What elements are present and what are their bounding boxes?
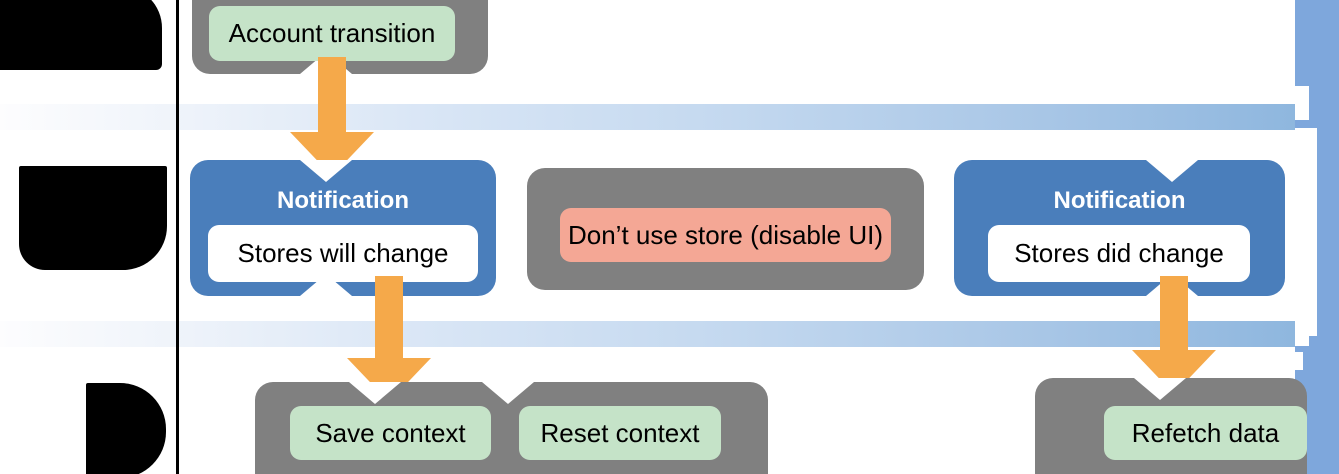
notification-left-top-notch [300, 160, 352, 182]
node-dont-use-store[interactable]: Don’t use store (disable UI) [560, 208, 891, 262]
node-stores-did-change[interactable]: Stores did change [988, 225, 1250, 282]
notification-left-title: Notification [277, 187, 409, 214]
node-reset-context-label: Reset context [540, 417, 700, 448]
node-save-context[interactable]: Save context [290, 406, 491, 460]
node-dont-use-store-label: Don’t use store (disable UI) [567, 219, 884, 250]
lane-label-divider-rule [176, 0, 179, 474]
node-stores-did-change-label: Stores did change [1014, 238, 1224, 268]
redacted-lane-label-bottom [86, 383, 166, 474]
node-refetch-data[interactable]: Refetch data [1104, 406, 1307, 460]
right-panel-notch-2 [1295, 128, 1317, 336]
node-reset-context[interactable]: Reset context [519, 406, 721, 460]
notification-right-top-notch [1146, 160, 1198, 182]
swimlane-divider-band-top [0, 104, 1339, 130]
node-stores-will-change-label: Stores will change [237, 238, 449, 268]
node-account-transition[interactable]: Account transition [209, 6, 455, 61]
node-stores-will-change[interactable]: Stores will change [208, 225, 478, 282]
right-panel-notch-1 [1295, 86, 1309, 120]
right-panel-notch-4 [1295, 352, 1303, 370]
redacted-lane-label-top [0, 0, 162, 70]
swimlane-divider-band-bottom [0, 321, 1339, 347]
context-actions-top-notch [349, 382, 401, 404]
node-account-transition-label: Account transition [228, 18, 436, 48]
notification-right-title: Notification [1053, 187, 1186, 214]
redacted-lane-label-middle [19, 166, 167, 270]
context-actions-split-notch [482, 382, 534, 404]
right-panel-notch-3 [1295, 300, 1309, 346]
refetch-data-top-notch [1134, 378, 1186, 400]
node-save-context-label: Save context [315, 417, 466, 448]
node-refetch-data-label: Refetch data [1131, 417, 1280, 448]
